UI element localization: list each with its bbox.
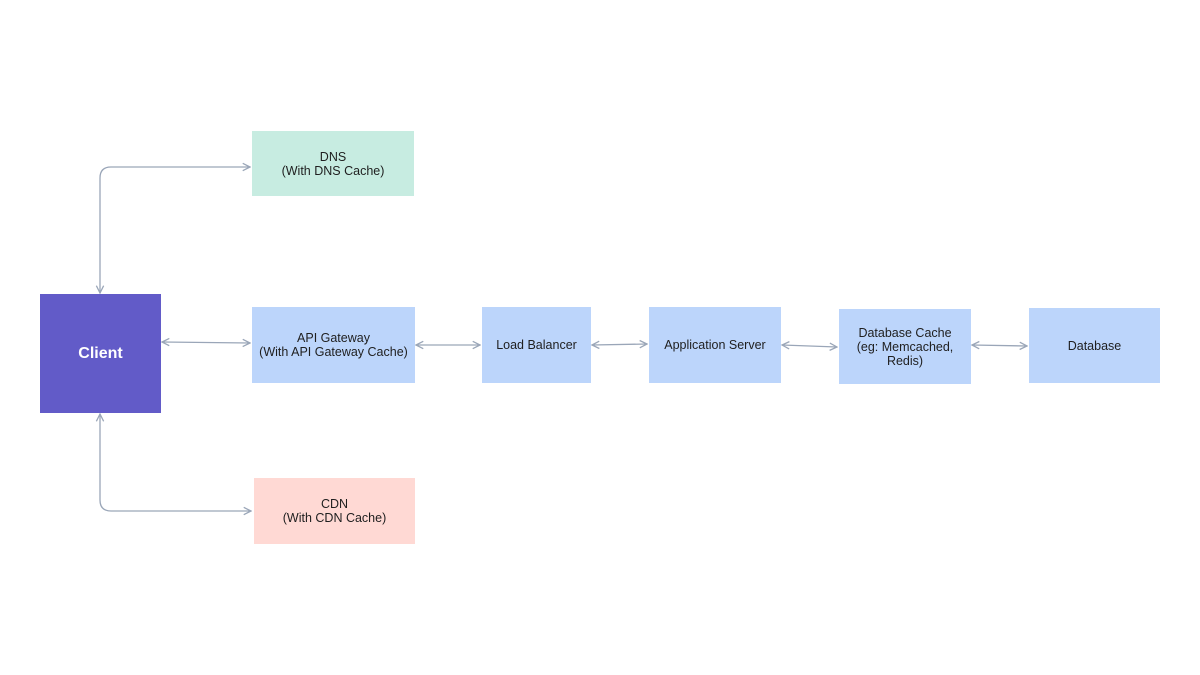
database-node: Database [1029,308,1160,383]
client-node: Client [40,294,161,413]
database-cache-sublabel-2: Redis) [886,353,924,368]
cdn-node: CDN (With CDN Cache) [254,478,415,544]
connector-lb-app [592,344,647,345]
api-gateway-sublabel: (With API Gateway Cache) [259,345,408,359]
api-gateway-node: API Gateway (With API Gateway Cache) [252,307,415,383]
application-server-node: Application Server [649,307,781,383]
cdn-sublabel: (With CDN Cache) [282,511,387,525]
connector-client-dns [100,167,250,293]
connector-app-dbcache [782,345,837,347]
connector-client-cdn [100,414,251,511]
connector-client-gateway [162,342,250,343]
load-balancer-node: Load Balancer [482,307,591,383]
dns-sublabel: (With DNS Cache) [281,163,385,178]
application-server-label: Application Server [664,338,766,352]
database-cache-node: Database Cache (eg: Memcached, Redis) [839,309,971,384]
database-label: Database [1067,338,1122,353]
load-balancer-label: Load Balancer [496,338,577,352]
api-gateway-label: API Gateway [297,331,370,345]
dns-label: DNS [319,149,347,164]
database-cache-label: Database Cache [858,325,952,340]
database-cache-sublabel-1: (eg: Memcached, [856,339,954,354]
connector-dbcache-db [972,345,1027,346]
client-label: Client [78,344,123,362]
dns-node: DNS (With DNS Cache) [252,131,414,196]
cdn-label: CDN [320,497,349,511]
